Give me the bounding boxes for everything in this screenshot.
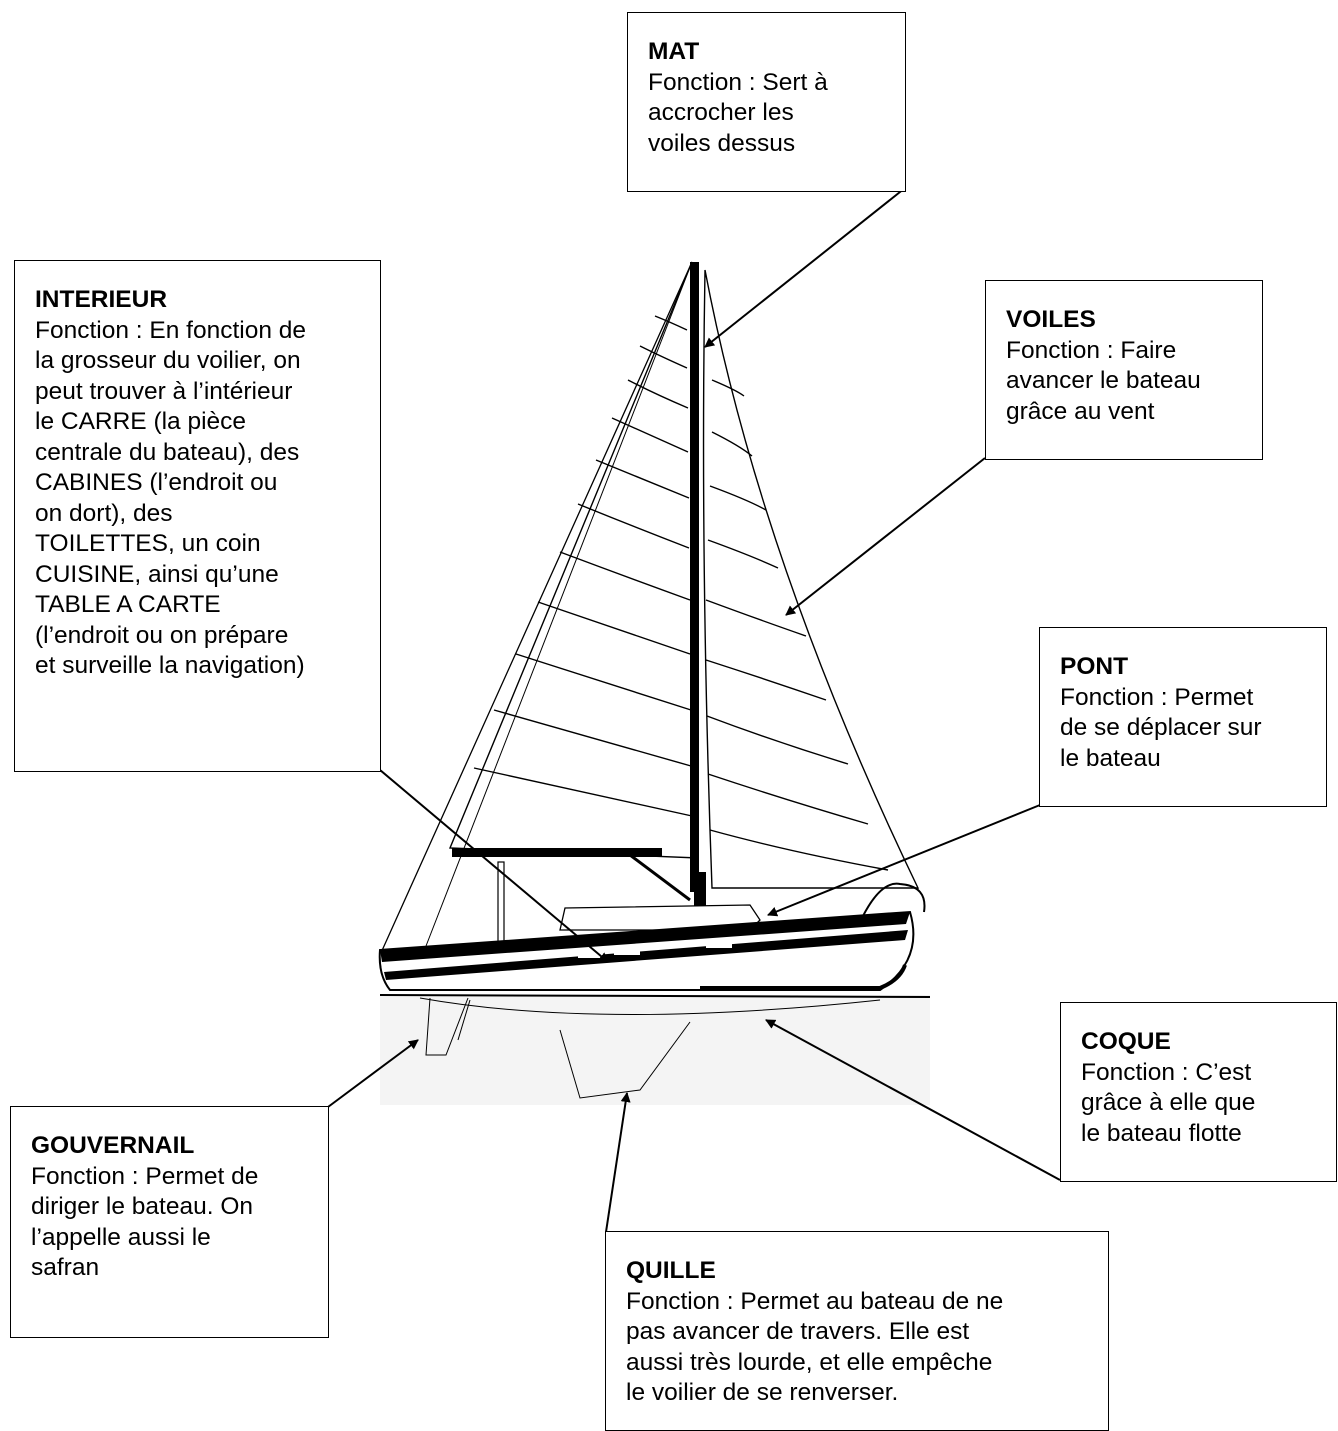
- label-title-mat: MAT: [648, 38, 700, 65]
- label-box-coque: COQUE Fonction : C’est grâce à elle que …: [1060, 1002, 1337, 1182]
- underwater-hull: [419, 997, 881, 1099]
- arrow-interieur: [379, 769, 609, 963]
- label-text-quille: Fonction : Permet au bateau de ne pas av…: [626, 1287, 1004, 1407]
- label-box-pont: PONT Fonction : Permet de se déplacer su…: [1039, 627, 1327, 807]
- mainsail: [448, 261, 699, 859]
- label-text-mat: Fonction : Sert à accrocher les voiles d…: [648, 68, 828, 157]
- label-box-mat: MAT Fonction : Sert à accrocher les voil…: [627, 12, 906, 192]
- arrow-mat: [704, 187, 906, 348]
- label-text-coque: Fonction : C’est grâce à elle que le bat…: [1081, 1058, 1256, 1147]
- label-text-voiles: Fonction : Faire avancer le bateau grâce…: [1006, 336, 1201, 425]
- label-text-gouvernail: Fonction : Permet de diriger le bateau. …: [31, 1162, 259, 1282]
- label-title-interieur: INTERIEUR: [35, 286, 168, 313]
- label-title-coque: COQUE: [1081, 1028, 1171, 1055]
- leader-arrows: [327, 187, 1061, 1233]
- arrow-gouvernail: [327, 1039, 419, 1108]
- underwater-area: [380, 995, 930, 1105]
- jib-sail: [702, 269, 920, 889]
- arrow-coque: [765, 1019, 1061, 1181]
- arrow-quille: [605, 1092, 631, 1233]
- winch: [694, 872, 706, 912]
- label-title-quille: QUILLE: [626, 1257, 716, 1284]
- label-title-voiles: VOILES: [1006, 306, 1096, 333]
- arrow-pont: [767, 804, 1041, 917]
- backstay: [425, 261, 693, 947]
- label-title-gouvernail: GOUVERNAIL: [31, 1132, 195, 1159]
- vang: [629, 853, 691, 902]
- boom: [452, 848, 662, 857]
- forestay: [379, 261, 693, 956]
- label-title-pont: PONT: [1060, 653, 1129, 680]
- arrow-voiles: [785, 457, 986, 616]
- label-box-interieur: INTERIEUR Fonction : En fonction de la g…: [14, 260, 381, 772]
- label-box-quille: QUILLE Fonction : Permet au bateau de ne…: [605, 1231, 1109, 1431]
- waterline: [379, 994, 931, 998]
- label-box-gouvernail: GOUVERNAIL Fonction : Permet de diriger …: [10, 1106, 329, 1338]
- label-text-interieur: Fonction : En fonction de la grosseur du…: [35, 316, 307, 680]
- hull: [378, 910, 915, 991]
- mast: [690, 262, 699, 892]
- bow-pulpit: [859, 882, 926, 923]
- label-box-voiles: VOILES Fonction : Faire avancer le batea…: [985, 280, 1263, 460]
- label-text-pont: Fonction : Permet de se déplacer sur le …: [1060, 683, 1262, 772]
